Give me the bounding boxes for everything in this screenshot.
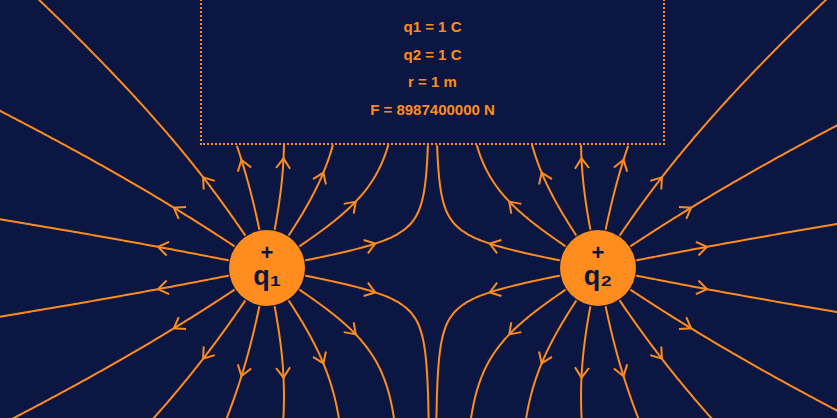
field-line bbox=[0, 290, 235, 418]
field-line bbox=[581, 306, 590, 418]
field-arrowhead bbox=[679, 317, 691, 329]
field-arrowhead bbox=[174, 317, 186, 329]
field-line bbox=[606, 306, 643, 418]
field-arrowhead bbox=[696, 242, 707, 256]
field-line bbox=[606, 146, 629, 230]
field-arrowhead bbox=[238, 364, 251, 376]
charge-label: q₂ bbox=[584, 261, 613, 291]
field-arrowhead bbox=[364, 283, 376, 296]
field-arrowhead bbox=[614, 160, 627, 172]
field-line bbox=[0, 218, 229, 261]
field-arrowhead bbox=[276, 158, 290, 168]
charge-label: q₁ bbox=[253, 261, 281, 291]
field-arrowhead bbox=[490, 240, 502, 253]
field-arrowhead bbox=[344, 322, 356, 334]
value-line: F = 8987400000 N bbox=[202, 96, 663, 124]
field-arrowhead bbox=[575, 367, 589, 377]
field-arrowhead bbox=[696, 280, 707, 294]
field-line bbox=[436, 276, 560, 418]
field-line bbox=[275, 306, 284, 418]
charge-circle: +q₂ bbox=[560, 230, 636, 306]
field-arrowhead bbox=[276, 367, 290, 377]
field-line bbox=[222, 306, 259, 418]
field-arrowhead bbox=[313, 351, 326, 363]
field-arrowhead bbox=[614, 364, 627, 376]
field-arrowhead bbox=[575, 158, 589, 168]
field-line bbox=[275, 143, 284, 229]
value-line: q2 = 1 C bbox=[202, 41, 663, 69]
field-arrowhead bbox=[509, 322, 521, 334]
field-arrowhead bbox=[238, 160, 251, 172]
charge-sign: + bbox=[592, 245, 605, 261]
field-arrowhead bbox=[539, 173, 552, 185]
field-line bbox=[620, 300, 722, 418]
field-line bbox=[299, 145, 388, 246]
field-line bbox=[636, 276, 837, 314]
field-line bbox=[299, 290, 395, 418]
field-arrowhead bbox=[650, 347, 662, 359]
field-arrowhead bbox=[650, 177, 662, 189]
field-line bbox=[470, 290, 566, 418]
field-line bbox=[630, 290, 837, 417]
field-arrowhead bbox=[364, 240, 376, 253]
charge-sign: + bbox=[261, 245, 274, 261]
field-line bbox=[289, 144, 333, 235]
field-line bbox=[437, 145, 560, 260]
field-line bbox=[305, 145, 428, 260]
field-line bbox=[289, 300, 341, 418]
field-line bbox=[525, 300, 577, 418]
field-arrowhead bbox=[313, 173, 326, 185]
field-line bbox=[237, 146, 260, 230]
field-arrowhead bbox=[203, 177, 215, 189]
field-arrowhead bbox=[203, 347, 215, 359]
field-line bbox=[581, 143, 590, 229]
field-arrowhead bbox=[509, 202, 521, 214]
values-panel: q1 = 1 Cq2 = 1 Cr = 1 mF = 8987400000 N bbox=[200, 0, 665, 145]
field-arrowhead bbox=[679, 207, 691, 219]
field-arrowhead bbox=[539, 351, 552, 363]
field-arrowhead bbox=[490, 283, 502, 296]
field-arrowhead bbox=[158, 280, 169, 294]
field-line bbox=[532, 144, 576, 235]
field-line bbox=[0, 276, 229, 319]
field-arrowhead bbox=[158, 242, 169, 256]
charge-circle: +q₁ bbox=[229, 230, 305, 306]
value-line: r = 1 m bbox=[202, 68, 663, 96]
field-line bbox=[636, 222, 837, 260]
field-arrowhead bbox=[174, 207, 186, 219]
field-arrowhead bbox=[344, 202, 356, 214]
field-line bbox=[143, 300, 245, 418]
value-line: q1 = 1 C bbox=[202, 13, 663, 41]
